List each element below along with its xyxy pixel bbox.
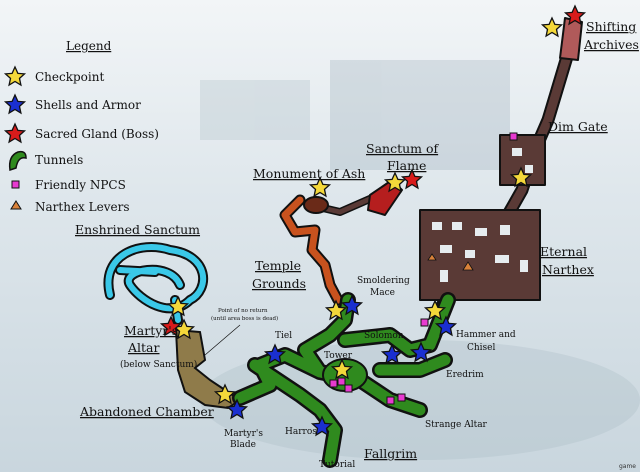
label-temple-grounds: Temple	[255, 258, 301, 273]
label-tutorial: Tutorial	[319, 460, 355, 470]
label-smoldering-mace: Smoldering	[357, 276, 410, 286]
label-eternal-narthex: Eternal	[540, 244, 587, 259]
label-sanctum-of-flame: Sanctum of	[366, 141, 439, 156]
label-tower: Tower	[324, 351, 353, 361]
label-martyrs-altar-2: Altar	[127, 340, 160, 355]
label-strange-altar: Strange Altar	[425, 420, 488, 430]
legend-shells: Shells and Armor	[35, 98, 141, 112]
label-monument-of-ash: Monument of Ash	[253, 166, 365, 181]
label-temple-grounds-2: Grounds	[252, 276, 306, 291]
legend-npcs: Friendly NPCS	[35, 178, 126, 192]
label-shifting-archives-2: Archives	[583, 37, 639, 52]
label-hammer-and-chisel-2: Chisel	[467, 343, 496, 353]
region-martyrs-altar	[174, 328, 242, 410]
label-dim-gate: Dim Gate	[548, 119, 608, 134]
label-point-of-no-return-2: (until area boss is dead)	[211, 315, 278, 322]
label-point-of-no-return: Point of no return	[218, 308, 268, 314]
legend-checkpoint: Checkpoint	[35, 70, 104, 84]
label-fallgrim: Fallgrim	[364, 446, 417, 461]
point-labels: Smoldering Mace Point of no return (unti…	[204, 276, 516, 470]
boss-icon	[4, 123, 26, 143]
label-martyrs-altar: Martyr's	[124, 323, 178, 338]
label-harros: Harros	[285, 427, 317, 437]
label-martyrs-blade-2: Blade	[230, 440, 256, 450]
label-eternal-narthex-2: Narthex	[542, 262, 594, 277]
label-hammer-and-chisel: Hammer and	[456, 330, 516, 340]
label-shifting-archives: Shifting	[586, 19, 636, 34]
label-below-sanctum: (below Sanctum)	[120, 359, 197, 370]
legend-boss: Sacred Gland (Boss)	[35, 127, 159, 141]
friendly-npc-markers	[329, 132, 518, 405]
label-martyrs-blade: Martyr's	[224, 429, 263, 439]
label-enshrined-sanctum: Enshrined Sanctum	[75, 222, 200, 237]
checkpoint-icon	[4, 66, 26, 86]
lever-icon	[10, 200, 22, 210]
area-labels: Shifting Archives Dim Gate Sanctum of Fl…	[75, 19, 639, 461]
legend: Legend Checkpoint Shells and Armor Sacre…	[4, 39, 159, 214]
label-tiel: Tiel	[275, 331, 292, 341]
label-abandoned-chamber: Abandoned Chamber	[79, 404, 214, 419]
region-temple-grounds	[279, 194, 344, 306]
label-sanctum-of-flame-2: Flame	[387, 158, 426, 173]
region-enshrined-sanctum	[103, 242, 209, 325]
tunnels-icon	[8, 150, 27, 171]
narthex-lever-markers	[427, 253, 474, 271]
label-eredrim: Eredrim	[446, 370, 484, 380]
legend-levers: Narthex Levers	[35, 200, 129, 214]
npc-icon	[11, 180, 20, 189]
legend-tunnels: Tunnels	[35, 153, 83, 167]
label-solomon: Solomon	[364, 331, 404, 341]
legend-title: Legend	[66, 39, 112, 53]
label-smoldering-mace-2: Mace	[370, 288, 395, 298]
watermark: game	[618, 463, 636, 470]
shells-armor-icon	[4, 94, 26, 114]
